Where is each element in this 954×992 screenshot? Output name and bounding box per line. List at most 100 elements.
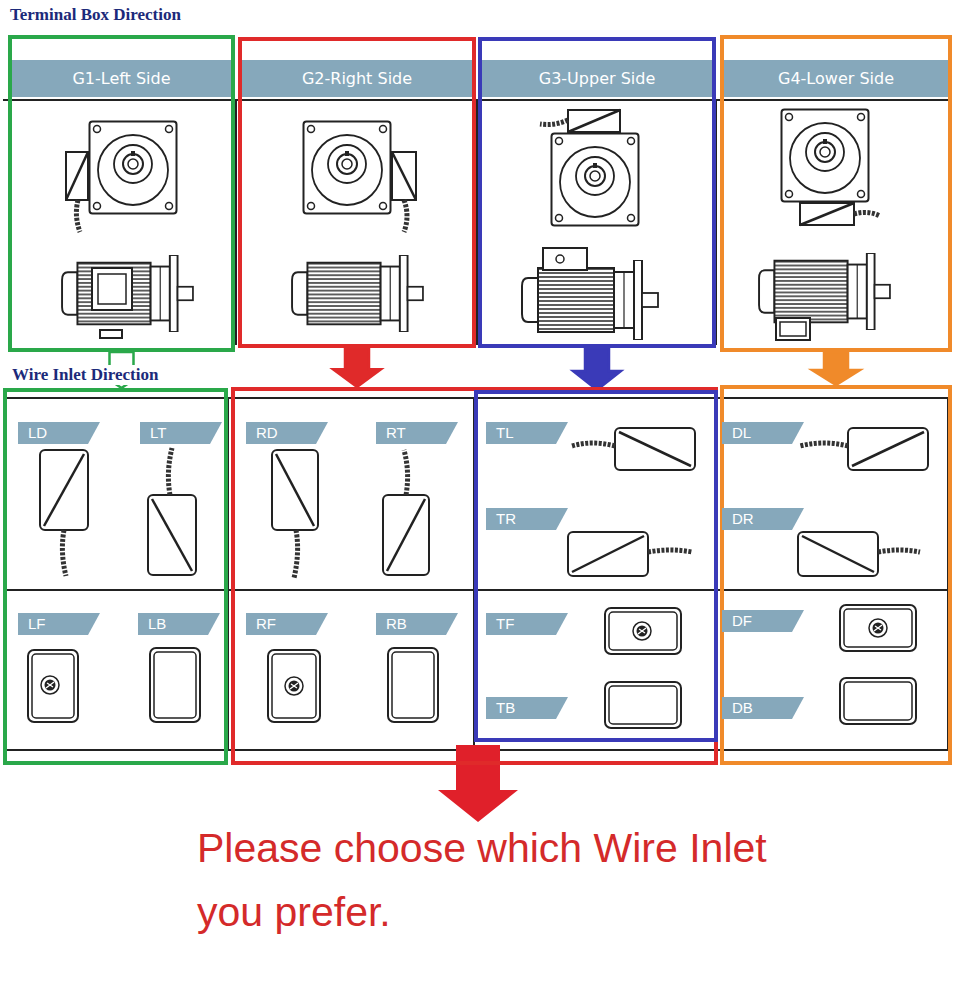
- tag-shape: [246, 613, 328, 635]
- drawing-part: [605, 608, 681, 654]
- drawing-part: [152, 499, 192, 571]
- drawing-part: [844, 609, 912, 647]
- direction-arrow: [333, 348, 381, 387]
- tag-shape: [138, 613, 220, 635]
- option-code: TB: [496, 699, 515, 716]
- drawing-part: [40, 450, 88, 530]
- drawing-part: [276, 454, 314, 526]
- option-code: RD: [256, 424, 278, 441]
- drawing-part: [556, 255, 564, 263]
- option-code: LD: [28, 424, 47, 441]
- drawing-part: [609, 612, 677, 650]
- drawing-part: [648, 550, 692, 552]
- drawing-part: [154, 652, 196, 718]
- header-band: G2-Right Side: [242, 60, 472, 97]
- terminal-box-panel: G2-Right Side: [238, 37, 476, 348]
- option-tag: TL: [486, 422, 568, 444]
- drawing-part: [780, 322, 806, 336]
- tag-shape: [140, 422, 222, 444]
- option-tag: LF: [18, 613, 100, 635]
- option-tag: DL: [722, 422, 804, 444]
- drawing-part: [852, 432, 924, 466]
- table-lines: [3, 100, 950, 750]
- drawing-part: [552, 134, 639, 226]
- tag-shape: [722, 422, 804, 444]
- drawing-part: [272, 654, 316, 718]
- tag-shape: [722, 697, 804, 719]
- diagram-title: Terminal Box Direction: [10, 5, 181, 25]
- option-code: LT: [150, 424, 166, 441]
- pointer-arrow: [438, 745, 518, 822]
- drawing-part: [800, 203, 854, 225]
- drawing-part: [848, 428, 928, 470]
- option-tag: LB: [138, 613, 220, 635]
- drawing-part: [782, 110, 869, 202]
- option-tag: RF: [246, 613, 328, 635]
- drawing-part: [41, 676, 59, 694]
- option-tag: DB: [722, 697, 804, 719]
- drawing-part: [98, 274, 126, 304]
- drawing-part: [840, 678, 916, 724]
- drawing-part: [294, 530, 298, 578]
- drawing-part: [568, 110, 620, 132]
- drawing-part: [62, 255, 193, 332]
- drawing-part: [28, 650, 78, 722]
- drawing-part: [878, 550, 920, 552]
- drawing-part: [44, 454, 84, 526]
- direction-arrow: [812, 352, 860, 385]
- drawing-part: [392, 652, 434, 718]
- drawing-part: [235, 100, 237, 345]
- drawing-part: [540, 120, 568, 125]
- option-tag: LD: [18, 422, 100, 444]
- terminal-box-panel: G4-Lower Side: [720, 35, 952, 352]
- wire-inlet-panel: DL DR DF DB: [720, 385, 952, 765]
- drawing-part: [522, 260, 658, 340]
- drawing-part: [62, 530, 66, 576]
- option-tag: RT: [376, 422, 458, 444]
- drawing-part: [802, 536, 874, 572]
- option-tag: RB: [376, 613, 458, 635]
- option-tag: DF: [722, 610, 804, 632]
- drawing-part: [568, 110, 620, 132]
- wire-inlet-panel: LDLTLFLBWire Inlet Direction: [3, 388, 228, 765]
- tag-shape: [486, 422, 568, 444]
- option-code: DB: [732, 699, 753, 716]
- drawing-part: [572, 443, 615, 446]
- terminal-box-panel: G1-Left Side: [8, 35, 235, 352]
- option-code: RT: [386, 424, 406, 441]
- section-heading: Wire Inlet Direction: [10, 365, 160, 385]
- direction-arrow: [573, 348, 621, 390]
- drawing-part: [568, 532, 648, 576]
- drawing-part: [383, 495, 429, 575]
- drawing-part: [90, 122, 177, 214]
- drawing-part: [272, 450, 318, 530]
- instruction-caption: Please choose which Wire Inlet you prefe…: [197, 816, 837, 944]
- drawing-part: [615, 428, 695, 470]
- option-tag: RD: [246, 422, 328, 444]
- drawing-part: [304, 122, 391, 214]
- drawing-part: [404, 450, 408, 495]
- option-code: DR: [732, 510, 754, 527]
- terminal-box-panel: G3-Upper Side: [478, 37, 716, 348]
- drawing-part: [76, 200, 80, 232]
- drawing-part: [633, 622, 651, 640]
- option-tag: TF: [486, 613, 568, 635]
- option-tag: LT: [140, 422, 222, 444]
- option-tag: DR: [722, 508, 804, 530]
- drawing-part: [388, 648, 438, 722]
- tag-shape: [722, 610, 804, 632]
- drawing-part: [844, 682, 912, 720]
- drawing-part: [268, 650, 320, 722]
- option-code: RF: [256, 615, 276, 632]
- option-code: DL: [732, 424, 751, 441]
- drawing-part: [605, 682, 681, 728]
- option-code: TL: [496, 424, 514, 441]
- drawing-part: [609, 686, 677, 724]
- panel-heading: G1-Left Side: [72, 69, 170, 88]
- drawing-part: [800, 203, 854, 225]
- option-code: TR: [496, 510, 516, 527]
- tag-shape: [376, 422, 458, 444]
- drawing-part: [798, 532, 878, 576]
- drawing-part: [404, 200, 407, 232]
- drawing-part: [392, 152, 416, 200]
